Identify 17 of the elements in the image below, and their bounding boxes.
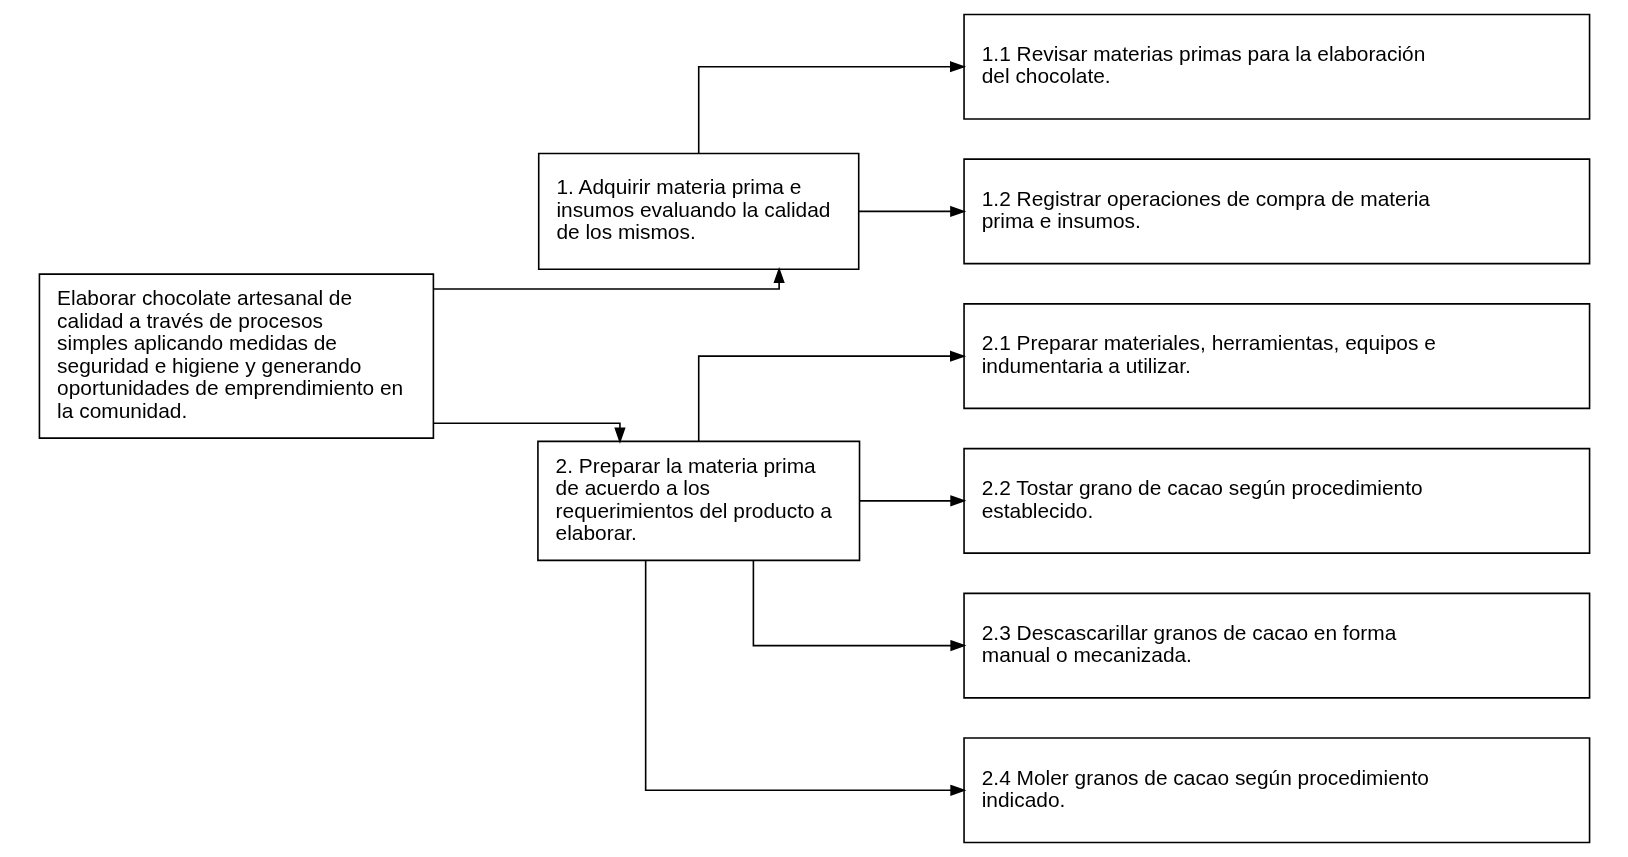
arrow — [432, 267, 785, 290]
node-box: 1.2 Registrar operaciones de compra de materia prima e insumos. — [962, 158, 1590, 265]
node-box: 2.2 Tostar grano de cacao según procedimiento establecido. — [962, 447, 1590, 554]
arrow — [432, 422, 626, 444]
node-box: 1. Adquirir materia prima e insumos evaluando la calidad de los mismos. — [537, 152, 860, 271]
arrow — [858, 495, 966, 507]
node-box: 2.3 Descascarillar granos de cacao en forma manual o mecanizada. — [962, 592, 1590, 699]
arrow — [697, 350, 966, 442]
arrow — [644, 560, 966, 796]
node-box: 2.1 Preparar materiales, herramientas, equipos e indumentaria a utilizar. — [962, 303, 1590, 410]
node-box: 2. Preparar la materia prima de acuerdo a los requerimientos del producto a elaborar. — [536, 440, 860, 562]
node-box: 1.1 Revisar materias primas para la elaboración del chocolate. — [962, 13, 1590, 120]
arrow — [752, 559, 966, 652]
arrow — [697, 61, 966, 155]
arrow — [857, 205, 966, 218]
node-box: 2.4 Moler granos de cacao según procedimiento indicado. — [962, 737, 1590, 844]
node-box: Elaborar chocolate artesanal de calidad a través de procesos simples aplicando medidas de seguridad e higiene y generando oportunidades de emprendimiento en la comunidad. — [38, 273, 434, 439]
